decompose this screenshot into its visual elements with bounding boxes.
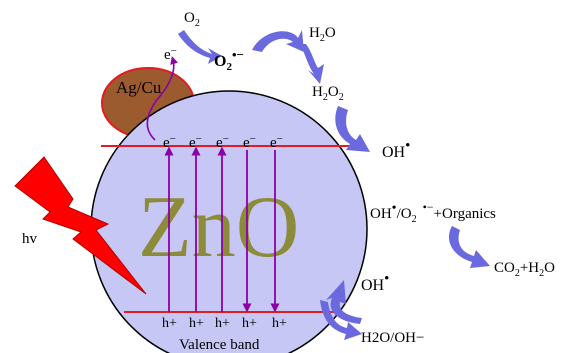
cocatalyst-electron: e− (164, 45, 177, 63)
electron-2: e− (189, 133, 202, 151)
degradation-arrow (448, 226, 490, 268)
hole-2: h+ (189, 316, 204, 331)
o2-reduction-arrow (178, 30, 222, 64)
hole-3: h+ (215, 316, 230, 331)
lightning-icon (14, 156, 147, 295)
valence-band-label: Valence band (179, 337, 260, 353)
cocatalyst-label: Ag/Cu (116, 78, 162, 97)
hole-1: h+ (162, 316, 177, 331)
water-oxidation-arrow (320, 300, 362, 340)
h2o2-label: H2O2 (312, 84, 344, 103)
hole-5: h+ (272, 316, 287, 331)
h2o2-to-oh-arrow (335, 106, 370, 152)
vb-holes: h+ h+ h+ h+ h+ (162, 316, 287, 331)
cb-electrons: e− e− e− e− e− (163, 133, 283, 151)
light-label: hv (22, 231, 38, 247)
products-label: CO2+H2O (494, 260, 555, 279)
superoxide-to-h2o2-arrow (252, 30, 304, 52)
hole-oxidation-arrow (326, 280, 362, 324)
h2o2-formation-arrow (300, 44, 324, 84)
superoxide-label: O2•− (214, 47, 244, 73)
electron-5: e− (270, 133, 283, 151)
electron-transfer-arrow (146, 56, 178, 141)
zno-label: ZnO (138, 179, 299, 276)
electron-1: e− (163, 133, 176, 151)
oh-radical-label-1: OH• (382, 138, 410, 161)
oh-radical-label-2: OH• (361, 271, 389, 294)
reaction-label: OH•/O2•−+Organics (370, 200, 496, 225)
o2-label: O2 (184, 10, 200, 29)
electron-4: e− (243, 133, 256, 151)
hole-4: h+ (242, 316, 257, 331)
h2o-label: H2O (309, 25, 336, 44)
water-source-label: H2O/OH− (361, 330, 424, 346)
electron-3: e− (216, 133, 229, 151)
